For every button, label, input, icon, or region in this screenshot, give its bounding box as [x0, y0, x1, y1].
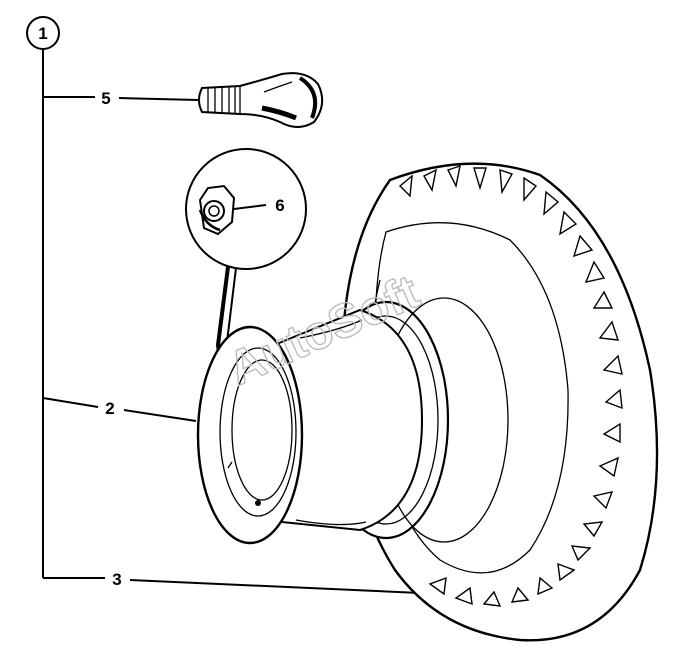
callout-1-label: 1 [38, 24, 47, 43]
leader-3-right [129, 579, 421, 594]
callout-3-group: 3 [43, 570, 421, 594]
leader-6 [233, 204, 267, 210]
leader-2-left [42, 397, 99, 408]
callout-3-label: 3 [112, 570, 121, 589]
callout-5-label: 5 [101, 89, 110, 108]
nut-detail-circle [185, 148, 307, 270]
rim [196, 297, 509, 545]
callout-1-group: 1 [26, 16, 60, 578]
callout-5-group: 5 [43, 89, 199, 108]
valve-stem [198, 72, 324, 128]
callout-2-group: 2 [42, 397, 197, 422]
callout-2-label: 2 [105, 399, 114, 418]
leader-5-right [118, 97, 199, 101]
leader-2-right [123, 409, 197, 422]
callout-6-label: 6 [275, 196, 284, 215]
